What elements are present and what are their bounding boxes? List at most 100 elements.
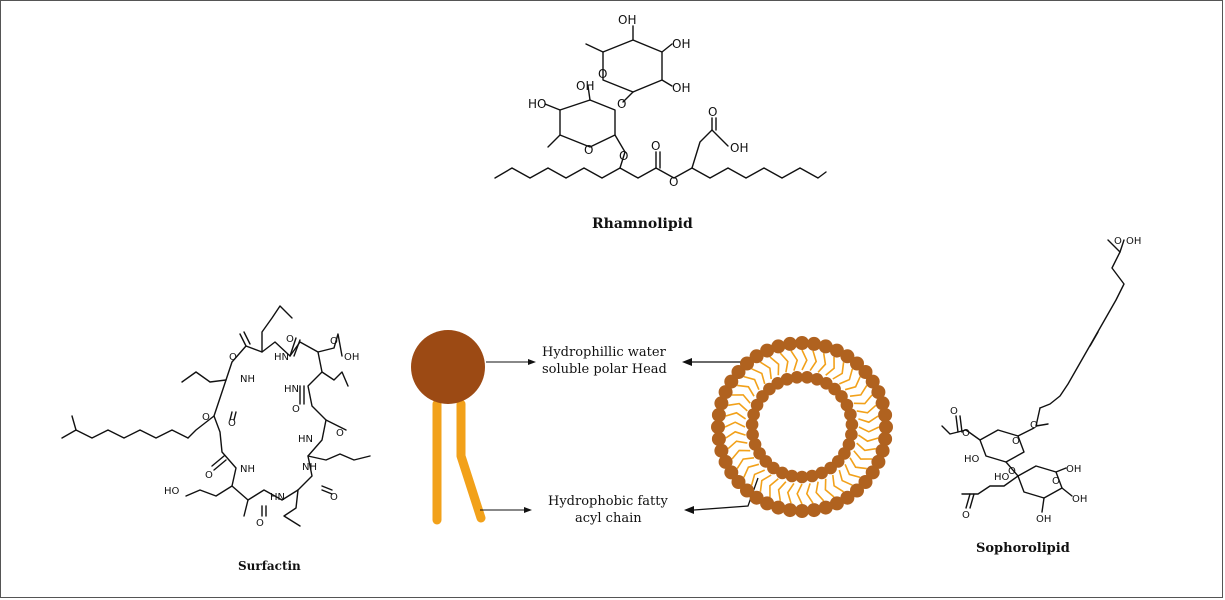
vesicle-head-pointer-arrowhead [682,358,692,366]
rhamnolipid-atom-label: OH [672,81,690,95]
rhamnolipid-atom-label: HO [528,97,546,111]
rhamnolipid-atom-label: OH [672,37,690,51]
sophorolipid-atom-label: OH [1072,494,1087,505]
rhamnolipid-atom-label: O [619,149,628,163]
sophorolipid-atom-label: O [950,406,958,417]
surfactin-atom-label: O [336,428,344,439]
rhamnolipid-atom-label: OH [576,79,594,93]
rhamnolipid-atom-label: O [617,97,626,111]
vesicle-tail [853,450,873,460]
vesicle-inner-head [845,428,858,441]
vesicle-outer-head [875,443,890,458]
rhamnolipid-structure: OH OH OH OH HO O O O O O O O OH Rhamnoli… [494,13,827,232]
vesicle-tail-pointer-line [693,477,759,511]
vesicle-tail [849,384,868,397]
polar-head [411,330,485,404]
vesicle-tail [838,368,854,385]
vesicle-tail [743,375,760,391]
vesicle-outer-head [840,490,855,505]
micelle-vesicle [711,336,893,518]
surfactin-atom-label: O [205,470,213,481]
vesicle-heads [711,336,893,518]
surfactin-atom-label: O [256,518,264,529]
surfactin-atom-label: HO [164,486,180,497]
vesicle-outer-head [711,420,725,434]
sophorolipid-structure: OH O O O O O HO HO O OH OH O OH O Sophor… [941,236,1141,556]
sophorolipid-label: Sophorolipid [976,541,1070,556]
vesicle-tail [849,457,867,470]
vesicle-outer-head [714,443,729,458]
surfactin-atom-label: HN [298,434,313,445]
vesicle-tail [832,362,845,380]
vesicle-tail [727,402,748,412]
vesicle-outer-head [749,490,764,505]
sophorolipid-atom-label: O [1012,436,1020,447]
vesicle-inner-head [780,373,794,386]
vesicle-outer-head [749,349,764,364]
vesicle-outer-head [718,454,733,469]
surfactin-atom-label: O [228,418,236,429]
sophorolipid-atom-label: O [1008,466,1016,477]
vesicle-tail [844,376,861,391]
vesicle-tail-pointer-arrowhead [684,506,694,514]
head-callout-line2: soluble polar Head [542,362,667,377]
sophorolipid-atom-label: O [1052,476,1060,487]
vesicle-tail [736,457,755,470]
sophorolipid-atom-label: O [1114,236,1122,247]
vesicle-tail [838,469,853,486]
vesicle-tail [858,426,880,433]
vesicle-inner-head [747,408,760,421]
sophorolipid-atom-label: OH [1126,236,1141,247]
vesicle-inner-head [815,466,828,480]
vesicle-outer-head [731,475,746,489]
surfactant-molecule [411,330,486,525]
rhamnolipid-label: Rhamnolipid [592,216,693,232]
vesicle-outer-head [875,396,890,411]
vesicle-outer-head [760,343,775,358]
sophorolipid-atom-label: OH [1066,464,1081,475]
sophorolipid-atom-label: HO [964,454,980,465]
surfactin-atom-label: O [330,336,338,347]
rhamnolipid-atom-label: OH [618,13,636,27]
vesicle-tail [815,481,825,502]
vesicle-tail [725,430,746,439]
vesicle-tail [801,349,808,371]
vesicle-outer-head [829,343,844,358]
vesicle-outer-head [714,396,729,411]
rhamnolipid-atom-label: O [669,175,678,189]
vesicle-tail [825,356,835,376]
surfactin-atom-label: O [229,352,237,363]
vesicle-outer-head [783,503,797,518]
vesicle-outer-head [807,503,821,518]
vesicle-tail [844,463,861,479]
vesicle-tail [777,481,787,502]
surfactin-atom-label: NH [302,462,317,473]
vesicle-tail [769,478,779,498]
vesicle-outer-head [724,374,739,389]
vesicle-outer-head [771,339,786,354]
vesicle-tail [856,442,877,452]
vesicle-outer-head [795,336,809,350]
surfactin-atom-label: NH [240,464,255,475]
vesicle-outer-head [829,496,844,511]
vesicle-outer-head [731,365,746,379]
surfactin-atom-label: O [286,334,294,345]
vesicle-tail [786,482,795,504]
vesicle-tail [805,483,814,504]
surfactin-atom-label: O [202,412,210,423]
vesicle-inner-head [805,469,819,483]
vesicle-outer-head [878,408,893,422]
vesicle-tail [853,394,873,405]
vesicle-inner-head [746,428,759,441]
vesicle-tail [824,478,835,498]
surfactin-atom-label: HN [274,352,289,363]
vesicle-outer-head [879,420,893,434]
hydrophobic-tail-right [456,399,486,523]
vesicle-tail [856,404,877,414]
sophorolipid-atom-label: OH [1036,514,1051,525]
callouts: Hydrophillic water soluble polar Head Hy… [480,345,759,526]
vesicle-outer-head [724,465,739,480]
vesicle-outer-head [711,432,726,446]
vesicle-tails [724,349,880,505]
vesicle-tail [790,350,799,371]
